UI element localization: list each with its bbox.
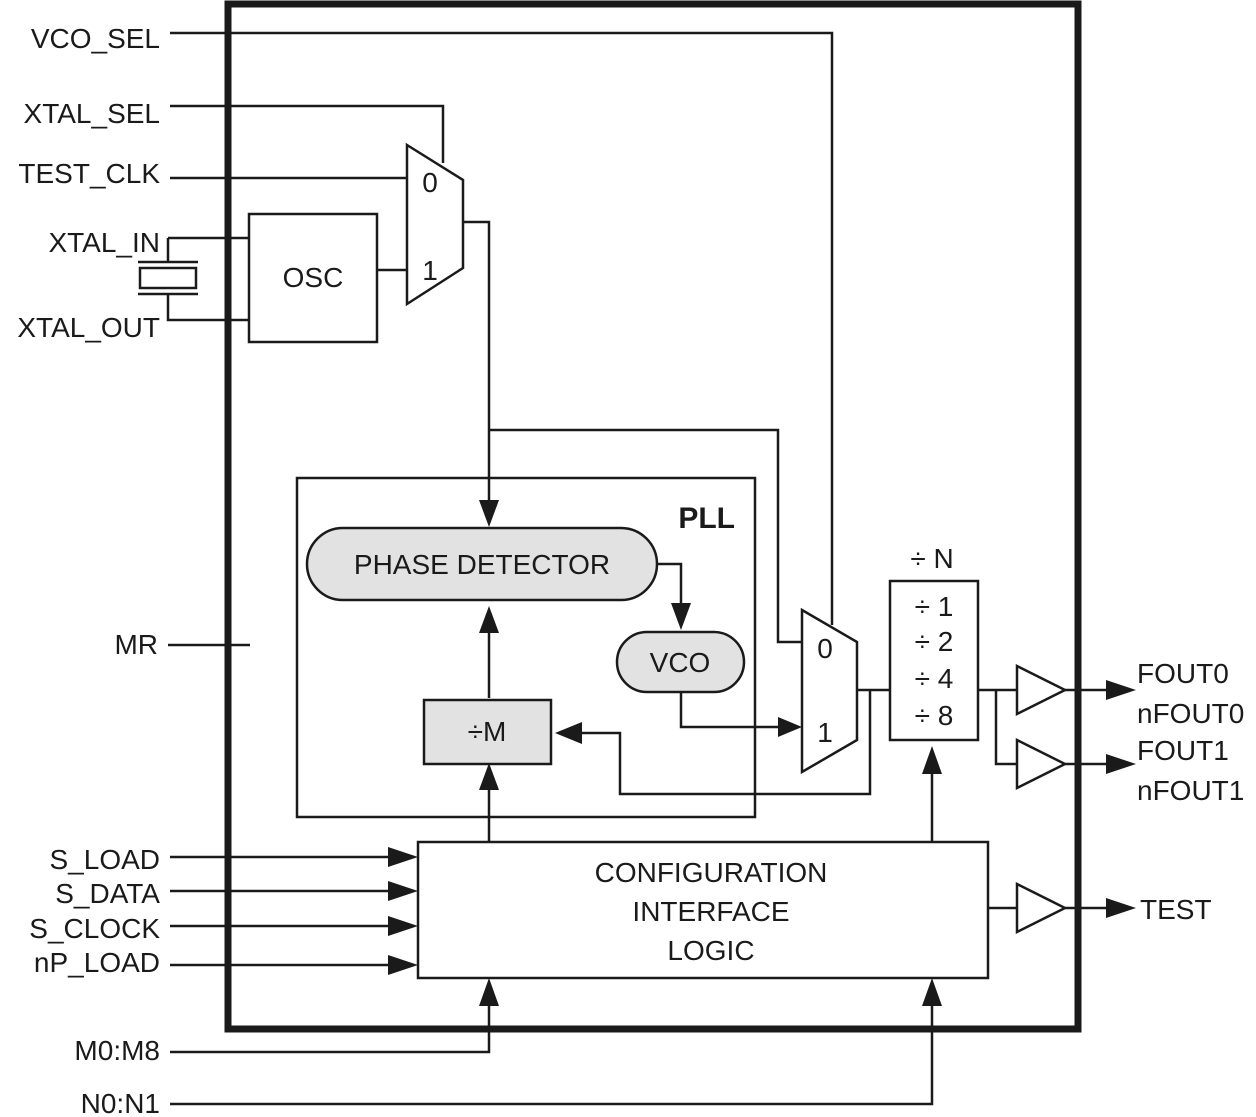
pin-s-clock: S_CLOCK [29, 913, 160, 944]
arrowheads [388, 500, 1136, 1006]
config-label-line2: INTERFACE [632, 896, 789, 927]
pll-block [295, 476, 757, 819]
output-mux [800, 607, 859, 775]
config-label-line1: CONFIGURATION [595, 857, 828, 888]
divider-n-option: ÷ 4 [915, 663, 954, 694]
pll-label: PLL [678, 502, 735, 535]
pin-xtal-out: XTAL_OUT [17, 312, 160, 343]
buffer-test-icon [1015, 881, 1068, 935]
phase-detector-label: PHASE DETECTOR [354, 549, 610, 580]
pin-nfout0: nFOUT0 [1137, 698, 1244, 729]
pin-s-data: S_DATA [55, 878, 160, 909]
config-interface-logic [416, 840, 990, 980]
divider-m [422, 698, 553, 766]
divider-m-label: ÷M [468, 716, 507, 747]
divider-n-option: ÷ 8 [915, 700, 954, 731]
output-mux-label-0: 0 [817, 633, 833, 664]
pin-test: TEST [1140, 894, 1212, 925]
config-label-line3: LOGIC [667, 935, 754, 966]
pin-test-clk: TEST_CLK [18, 158, 160, 189]
pin-s-load: S_LOAD [50, 844, 161, 875]
divider-n-title: ÷ N [910, 543, 953, 574]
chip-outline [224, 0, 1082, 1033]
pin-mr: MR [114, 629, 158, 660]
divider-n-option: ÷ 1 [915, 591, 954, 622]
output-mux-label-1: 1 [817, 717, 833, 748]
pin-np-load: nP_LOAD [34, 947, 160, 978]
osc-label: OSC [283, 262, 344, 293]
pin-vco-sel: VCO_SEL [31, 23, 160, 54]
pin-n0-n1: N0:N1 [81, 1088, 160, 1117]
pin-nfout1: nFOUT1 [1137, 775, 1244, 806]
pin-fout0: FOUT0 [1137, 658, 1229, 689]
input-mux-label-1: 1 [422, 255, 438, 286]
pin-m0-m8: M0:M8 [74, 1035, 160, 1066]
pin-fout1: FOUT1 [1137, 735, 1229, 766]
divider-n [888, 579, 980, 742]
input-mux [405, 142, 465, 307]
osc-block [247, 212, 379, 344]
wires [166, 31, 1108, 1106]
phase-detector [305, 526, 659, 602]
buffer-fout0-icon [1015, 663, 1068, 717]
crystal-icon [138, 260, 198, 296]
vco-label: VCO [650, 647, 711, 678]
pin-xtal-in: XTAL_IN [48, 227, 160, 258]
input-mux-label-0: 0 [422, 167, 438, 198]
pin-xtal-sel: XTAL_SEL [24, 98, 160, 129]
divider-n-option: ÷ 2 [915, 626, 954, 657]
vco [615, 630, 746, 694]
buffer-fout1-icon [1015, 737, 1068, 791]
